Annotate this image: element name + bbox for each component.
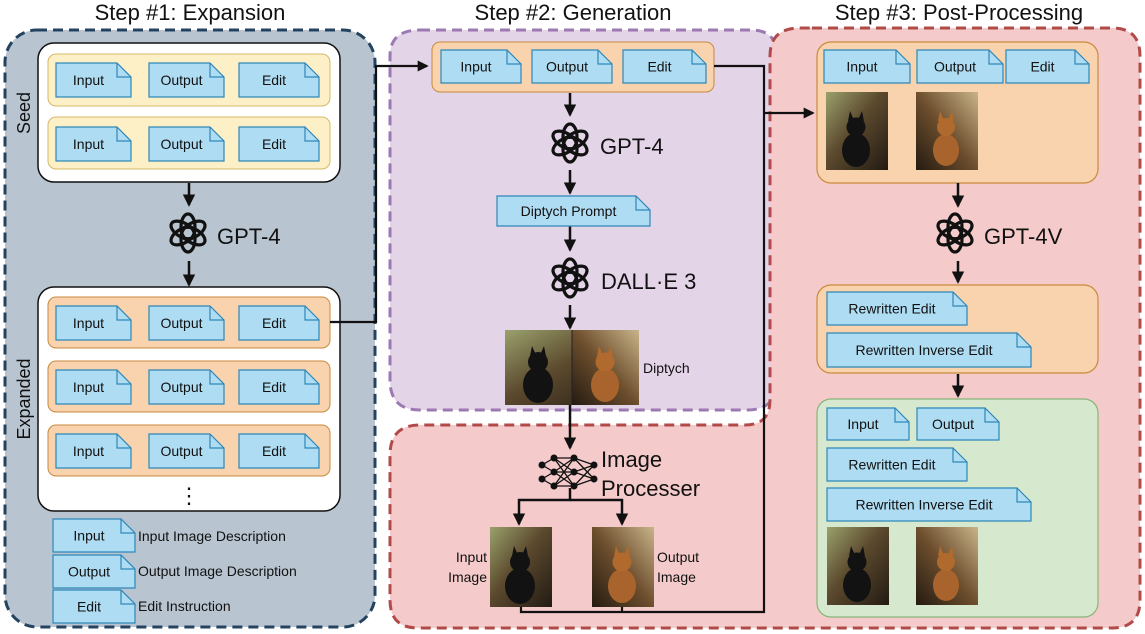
doc-output-label: Output [934, 59, 976, 75]
output-image-label-line1: Output [657, 549, 699, 565]
legend-edit-doc: Edit [52, 589, 136, 624]
doc-edit-label: Edit [262, 136, 286, 152]
input-image-label-line1: Input [456, 549, 487, 565]
rewritten-inverse-edit-doc-label: Rewritten Inverse Edit [856, 342, 993, 358]
step3-model-label: GPT-4V [984, 224, 1063, 249]
doc-output: Output [148, 433, 225, 469]
doc-output: Output [531, 49, 613, 84]
step2-dalle-label: DALL·E 3 [601, 269, 696, 294]
input-image [490, 527, 552, 607]
processer-label-line2: Processer [601, 476, 700, 501]
doc-output: Output [148, 369, 225, 405]
step2-title: Step #2: Generation [475, 0, 672, 25]
doc-input: Input [55, 305, 132, 341]
legend-input-doc: Input [52, 518, 136, 553]
doc-input-label: Input [846, 59, 877, 75]
postproc-input-thumb [826, 92, 888, 170]
expanded-label: Expanded [14, 358, 34, 439]
doc-input: Input [55, 126, 132, 162]
step1-model-label: GPT-4 [217, 224, 281, 249]
legend-edit-text: Edit Instruction [138, 598, 231, 614]
doc-output-label: Output [160, 136, 202, 152]
legend-edit-doc-label: Edit [77, 599, 101, 615]
doc-edit-label: Edit [262, 72, 286, 88]
doc-edit: Edit [238, 126, 320, 162]
output-image [592, 527, 654, 607]
arrow-processer-to-output-image [570, 498, 629, 526]
arrow-expanded-to-generation [330, 60, 429, 324]
doc-output-label: Output [160, 379, 202, 395]
diptych-prompt-doc-label: Diptych Prompt [521, 203, 617, 219]
doc-output: Output [148, 62, 225, 98]
output-image-label-line2: Image [657, 569, 696, 585]
doc-input: Input [826, 407, 910, 441]
doc-edit-label: Edit [262, 315, 286, 331]
rewritten-inverse-edit-doc: Rewritten Inverse Edit [826, 487, 1032, 522]
doc-input: Input [55, 62, 132, 98]
doc-input: Input [55, 369, 132, 405]
rewritten-edit-doc-label: Rewritten Edit [848, 457, 935, 473]
rewritten-edit-doc: Rewritten Edit [826, 291, 968, 326]
diptych-label: Diptych [643, 360, 690, 376]
doc-output-label: Output [160, 315, 202, 331]
legend-output-doc: Output [52, 554, 136, 589]
postproc-output-thumb [916, 92, 978, 170]
doc-edit-label: Edit [262, 379, 286, 395]
doc-edit: Edit [1005, 49, 1090, 84]
final-input-thumb [827, 527, 889, 605]
doc-edit-label: Edit [262, 443, 286, 459]
rewritten-edit-doc: Rewritten Edit [826, 447, 968, 482]
doc-input-label: Input [73, 315, 104, 331]
processer-label-line1: Image [601, 447, 662, 472]
doc-output: Output [916, 49, 1004, 84]
doc-output-label: Output [160, 72, 202, 88]
doc-output-label: Output [932, 416, 974, 432]
doc-input-label: Input [460, 59, 491, 75]
legend-output-doc-label: Output [68, 564, 110, 580]
doc-input-label: Input [847, 416, 878, 432]
step2-model-label: GPT-4 [600, 134, 664, 159]
doc-edit-label: Edit [1030, 59, 1054, 75]
final-output-thumb [916, 527, 978, 605]
more-rows-ellipsis: ⋮ [178, 483, 200, 508]
doc-edit: Edit [238, 369, 320, 405]
doc-output: Output [916, 407, 1000, 441]
diptych-image [505, 330, 639, 405]
rewritten-edit-doc-label: Rewritten Edit [848, 301, 935, 317]
doc-output-label: Output [546, 59, 588, 75]
diptych-prompt-doc: Diptych Prompt [496, 195, 651, 227]
step3-title: Step #3: Post-Processing [835, 0, 1083, 25]
seed-label: Seed [14, 92, 34, 134]
doc-output: Output [148, 126, 225, 162]
doc-edit: Edit [238, 433, 320, 469]
connector-line [519, 64, 766, 614]
doc-output-label: Output [160, 443, 202, 459]
rewritten-inverse-edit-doc-label: Rewritten Inverse Edit [856, 497, 993, 513]
doc-input-label: Input [73, 379, 104, 395]
input-image-label-line2: Image [448, 569, 487, 585]
doc-input-label: Input [73, 72, 104, 88]
arrow-processer-to-input-image [512, 488, 572, 526]
doc-input: Input [440, 49, 522, 84]
doc-input: Input [55, 433, 132, 469]
legend-input-text: Input Image Description [138, 528, 286, 544]
doc-input-label: Input [73, 443, 104, 459]
doc-edit: Edit [238, 62, 320, 98]
doc-output: Output [148, 305, 225, 341]
doc-input-label: Input [73, 136, 104, 152]
legend-output-text: Output Image Description [138, 563, 297, 579]
doc-input: Input [823, 49, 911, 84]
step1-title: Step #1: Expansion [95, 0, 286, 25]
legend-input-doc-label: Input [73, 528, 104, 544]
doc-edit: Edit [622, 49, 707, 84]
doc-edit: Edit [238, 305, 320, 341]
doc-edit-label: Edit [647, 59, 671, 75]
rewritten-inverse-edit-doc: Rewritten Inverse Edit [826, 332, 1032, 368]
